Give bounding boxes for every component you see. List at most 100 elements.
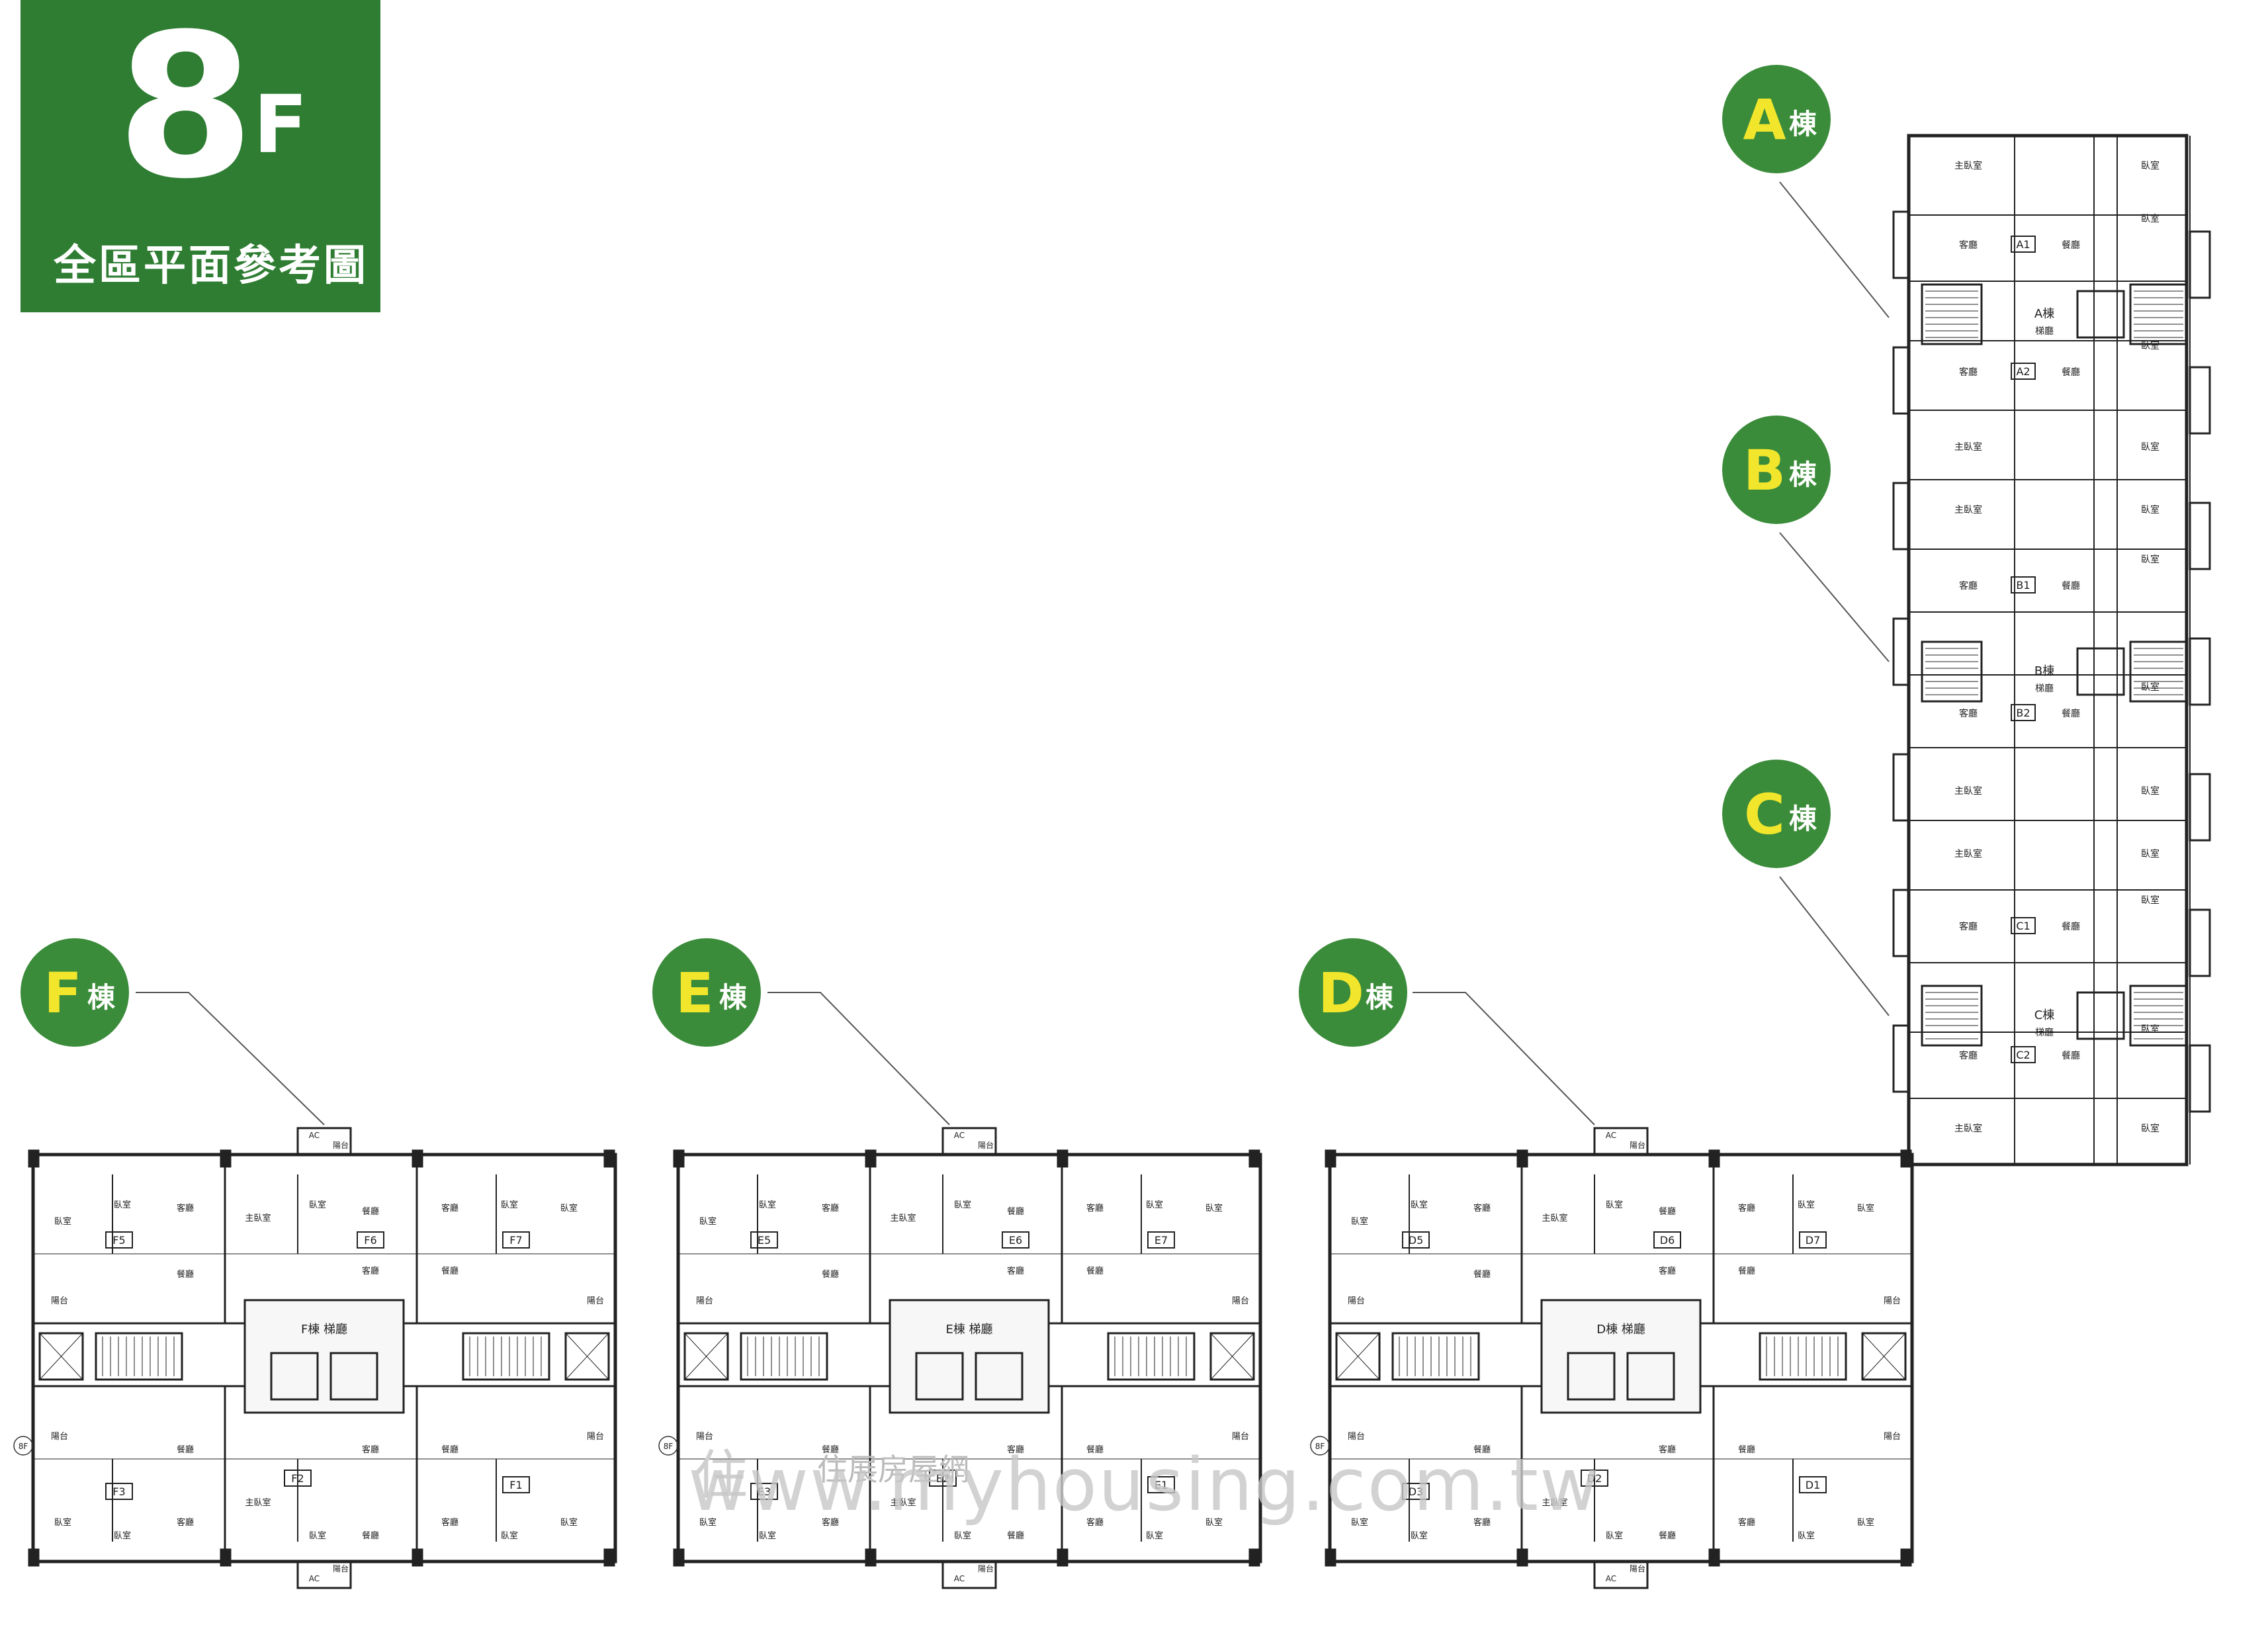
floor-mark-label: 8F [664, 1442, 674, 1451]
room-label: 陽台 [1884, 1432, 1901, 1442]
core-stair-label: 梯廳 [2035, 683, 2054, 694]
side-balcony [2189, 502, 2211, 570]
room-label: 主臥室 [1954, 504, 1982, 515]
room-label: 臥室 [1351, 1517, 1368, 1528]
unit-tag [1799, 1476, 1827, 1493]
elevator-box [1626, 1352, 1675, 1401]
column [1248, 1149, 1260, 1168]
room-label: 臥室 [114, 1200, 131, 1210]
room-label: 陽台 [587, 1432, 604, 1442]
unit-tag [105, 1483, 133, 1500]
unit-tag [105, 1231, 133, 1249]
shaft-box [1861, 1332, 1907, 1381]
room-label: 臥室 [2141, 340, 2159, 351]
unit-label: D3 [1409, 1485, 1424, 1498]
room-label: 陽台 [333, 1140, 349, 1150]
room-label: 臥室 [2141, 895, 2159, 906]
unit-tag [357, 1231, 384, 1249]
ac-label: AC [954, 1574, 965, 1583]
room-label: 主臥室 [1954, 1123, 1982, 1134]
room-label: 臥室 [501, 1200, 518, 1210]
side-balcony [1892, 753, 1911, 822]
room-label: 主臥室 [890, 1213, 916, 1223]
side-balcony [1892, 346, 1911, 415]
elevator-box [329, 1352, 378, 1401]
elevator-box [1567, 1352, 1616, 1401]
floor-mark [1310, 1436, 1330, 1456]
room-label: 臥室 [560, 1517, 578, 1528]
side-balcony [1892, 210, 1911, 279]
stair-core [740, 1332, 828, 1381]
room-label: 臥室 [2141, 848, 2159, 859]
side-balcony [2189, 230, 2211, 299]
side-balcony [2189, 366, 2211, 435]
room-label: 客廳 [1959, 708, 1978, 719]
room-label: 臥室 [54, 1216, 71, 1227]
side-balcony [1892, 1024, 1911, 1093]
room-label: 陽台 [1232, 1296, 1249, 1306]
shaft-box [683, 1332, 729, 1381]
room-label: 客廳 [1659, 1444, 1676, 1455]
unit-tag [1002, 1231, 1029, 1249]
ac-box [941, 1127, 997, 1156]
shaft-box [1335, 1332, 1381, 1381]
room-label: 臥室 [1798, 1200, 1815, 1210]
floor-mark-label: 8F [19, 1442, 28, 1451]
room-label: 客廳 [1473, 1203, 1491, 1213]
building-suffix-d: 棟 [1366, 981, 1394, 1014]
room-label: 陽台 [51, 1432, 68, 1442]
leader-line-b [1779, 532, 1890, 662]
unit-label: D6 [1660, 1234, 1675, 1247]
unit-tag [2011, 917, 2036, 934]
elevator-box [270, 1352, 319, 1401]
stair-core [2129, 985, 2188, 1047]
elevator-box [975, 1352, 1024, 1401]
room-label: 主臥室 [245, 1213, 271, 1223]
unit-label: F5 [112, 1234, 125, 1247]
watermark-brand: 住展房屋網 [817, 1452, 969, 1487]
column [603, 1548, 615, 1567]
core-stair-label: 梯廳 [2035, 1027, 2054, 1038]
core-label: D棟 梯廳 [1596, 1323, 1645, 1337]
room-label: 主臥室 [1954, 848, 1982, 859]
stair-core [1759, 1332, 1847, 1381]
stair-core [1921, 985, 1983, 1047]
unit-label: B2 [2016, 707, 2030, 719]
room-label: 餐廳 [2062, 708, 2080, 719]
column [28, 1149, 40, 1168]
room-label: 臥室 [2141, 785, 2159, 797]
room-label: 臥室 [114, 1530, 131, 1541]
room-label: 臥室 [2141, 160, 2159, 171]
ac-label: AC [1606, 1574, 1616, 1583]
room-label: 臥室 [1146, 1200, 1163, 1210]
room-label: 臥室 [2141, 1123, 2159, 1134]
room-label: 餐廳 [1473, 1444, 1491, 1455]
unit-label: E3 [758, 1485, 771, 1498]
room-label: 陽台 [1884, 1296, 1901, 1306]
leader-line-f [136, 992, 325, 1125]
building-suffix-c: 棟 [1789, 803, 1817, 835]
room-label: 陽台 [978, 1140, 994, 1150]
room-label: 陽台 [1348, 1296, 1365, 1306]
unit-tag [1147, 1231, 1175, 1249]
room-label: 餐廳 [2062, 240, 2080, 251]
core-label: C棟 [2034, 1008, 2055, 1022]
room-label: 餐廳 [2062, 580, 2080, 592]
building-bubble-f [21, 938, 129, 1047]
unit-tag [502, 1231, 530, 1249]
room-label: 主臥室 [1542, 1213, 1567, 1223]
unit-label: F7 [509, 1234, 522, 1247]
side-balcony [2189, 773, 2211, 842]
unit-label: E5 [758, 1234, 771, 1247]
unit-tag [1402, 1483, 1430, 1500]
unit-label: D5 [1409, 1234, 1424, 1247]
unit-tag [2011, 236, 2036, 253]
room-label: 餐廳 [1738, 1266, 1755, 1276]
room-label: 客廳 [1959, 1050, 1978, 1061]
room-label: 餐廳 [1086, 1266, 1104, 1276]
room-label: 臥室 [1205, 1203, 1223, 1213]
shaft-box [1209, 1332, 1255, 1381]
room-label: 臥室 [309, 1530, 326, 1541]
ac-box [296, 1127, 352, 1156]
